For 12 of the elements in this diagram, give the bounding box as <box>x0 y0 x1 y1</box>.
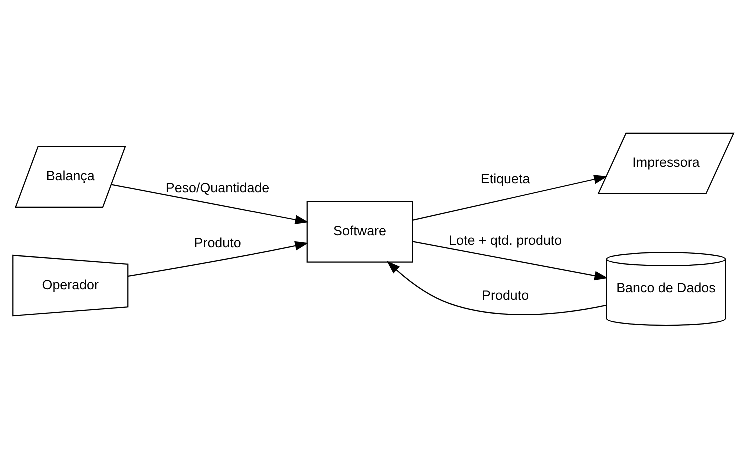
arrow <box>387 260 607 315</box>
edge-label: Lote + qtd. produto <box>449 232 562 248</box>
node-box: Software <box>306 200 414 262</box>
edge-label: Produto <box>482 287 530 302</box>
arrow <box>112 184 309 224</box>
node-box: Operador <box>12 254 129 316</box>
edge-label: Etiqueta <box>480 170 530 186</box>
edge-label: Produto <box>194 234 242 250</box>
arrow <box>412 240 608 280</box>
arrow <box>412 174 608 220</box>
arrow <box>128 240 309 277</box>
edge-label: Peso/Quantidade <box>166 180 270 195</box>
